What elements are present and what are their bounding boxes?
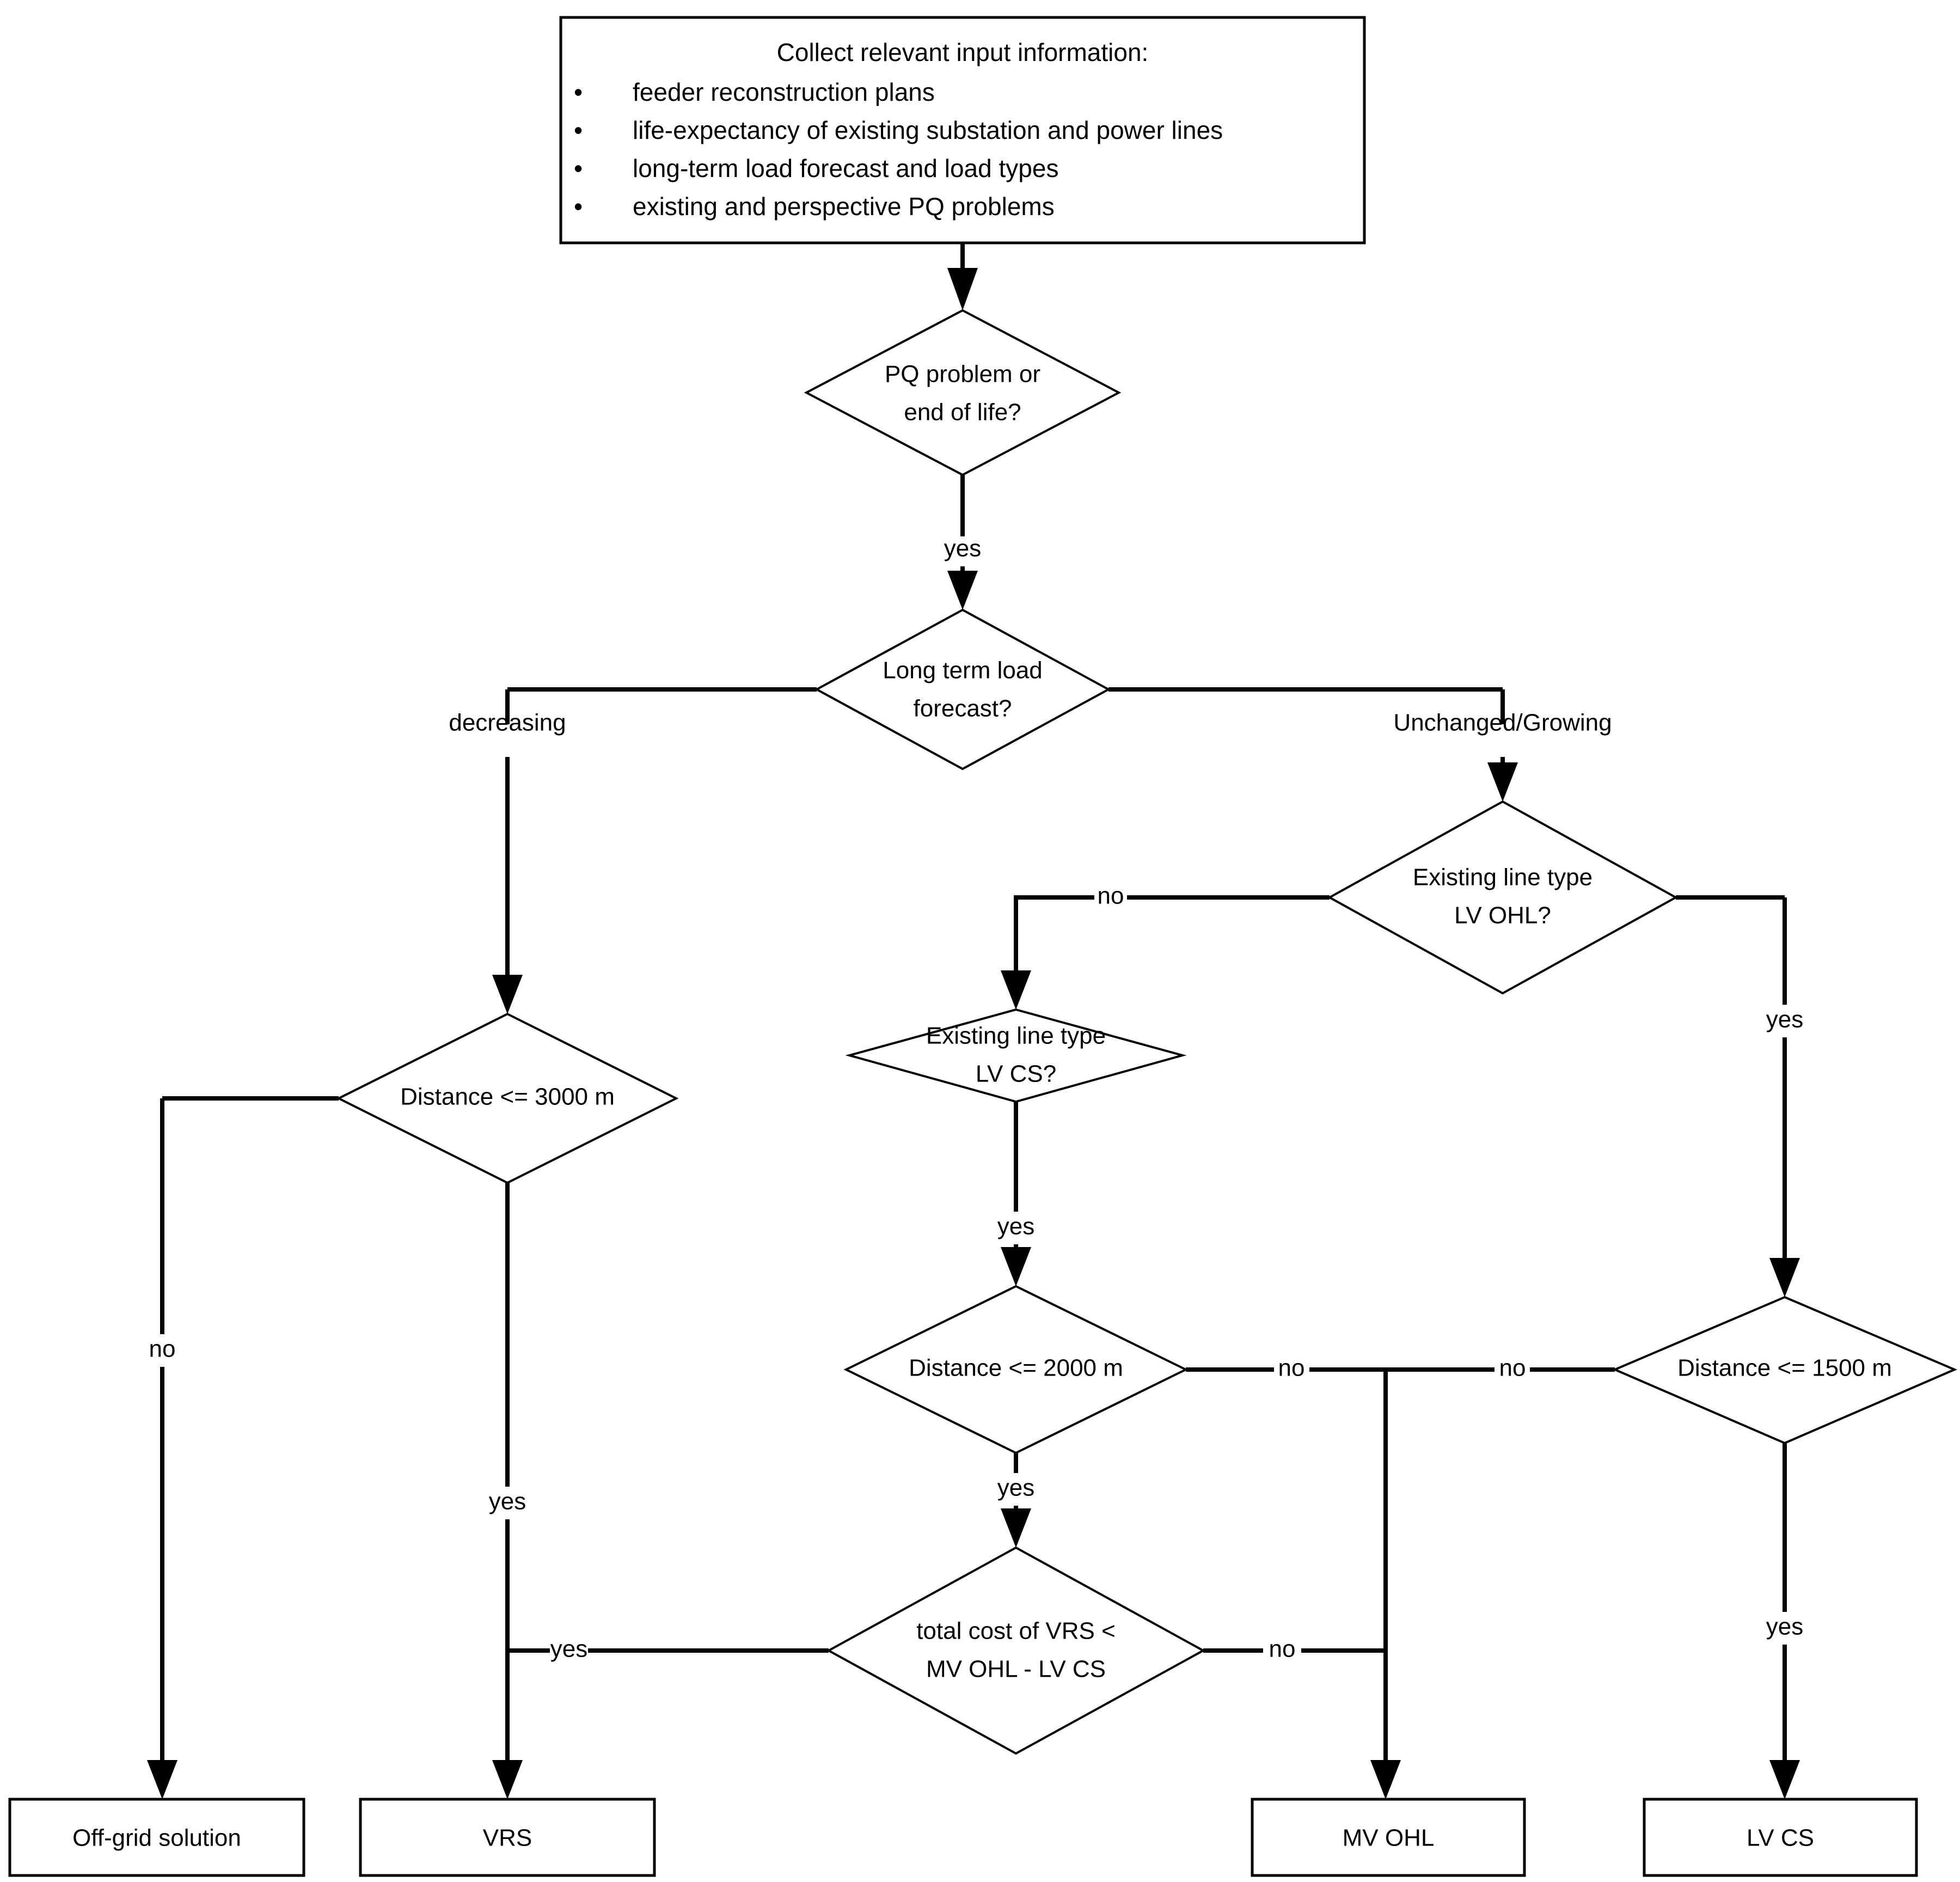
decision-ohl-line2: LV OHL? [1454, 902, 1551, 929]
bullet-item-0: feeder reconstruction plans [633, 78, 935, 106]
edge-junction-to-mvohl [1370, 1370, 1401, 1799]
edge-dist1500-no: no [1386, 1355, 1615, 1382]
collect-input-heading: Collect relevant input information: [777, 38, 1149, 66]
edge-forecast-unchanged: Unchanged/Growing [1108, 687, 1612, 802]
edge-label-cost-no: no [1269, 1636, 1296, 1663]
edge-start-to-pq [947, 243, 978, 310]
decision-pq-line1: PQ problem or [885, 361, 1040, 388]
edge-label-dist3000-no: no [149, 1336, 176, 1362]
node-decision-distance-2000[interactable]: Distance <= 2000 m [843, 1285, 1189, 1455]
terminal-offgrid-label: Off-grid solution [72, 1825, 241, 1852]
node-terminal-vrs[interactable]: VRS [359, 1798, 656, 1877]
edge-cost-no: no [1203, 1636, 1386, 1663]
edge-ohl-no: no [1001, 883, 1330, 1010]
edge-label-dist3000-yes: yes [489, 1488, 526, 1515]
node-terminal-mv-ohl[interactable]: MV OHL [1251, 1798, 1526, 1877]
node-decision-line-type-lv-ohl[interactable]: Existing line type LV OHL? [1327, 800, 1679, 995]
edge-label-ohl-yes: yes [1766, 1006, 1803, 1033]
edge-dist2000-yes: yes [997, 1453, 1034, 1548]
edge-label-dist2000-yes: yes [997, 1475, 1034, 1501]
decision-dist1500-line1: Distance <= 1500 m [1677, 1355, 1892, 1382]
bullet-dot-1: • [574, 116, 583, 144]
decision-forecast-line1: Long term load [883, 657, 1043, 684]
node-decision-distance-1500[interactable]: Distance <= 1500 m [1612, 1296, 1958, 1445]
decision-cs-line1: Existing line type [926, 1023, 1106, 1049]
node-decision-total-cost[interactable]: total cost of VRS < MV OHL - LV CS [826, 1546, 1206, 1755]
edge-label-forecast-unchanged: Unchanged/Growing [1393, 710, 1612, 736]
bullet-item-2: long-term load forecast and load types [633, 154, 1058, 182]
decision-dist2000-line1: Distance <= 2000 m [909, 1355, 1123, 1382]
edge-dist1500-yes: yes [1766, 1443, 1803, 1799]
edge-label-cost-yes: yes [550, 1636, 587, 1663]
terminal-vrs-label: VRS [483, 1825, 532, 1852]
node-collect-input-box[interactable]: Collect relevant input information: • fe… [559, 16, 1366, 245]
decision-cost-line1: total cost of VRS < [916, 1618, 1116, 1645]
edge-label-ohl-no: no [1098, 883, 1124, 909]
node-terminal-offgrid-solution[interactable]: Off-grid solution [8, 1798, 305, 1877]
bullet-item-1: life-expectancy of existing substation a… [633, 116, 1223, 144]
edge-label-forecast-decreasing: decreasing [449, 710, 566, 736]
edge-forecast-decreasing: decreasing [449, 687, 817, 1014]
decision-cs-line2: LV CS? [976, 1061, 1056, 1087]
edge-label-dist1500-no: no [1499, 1355, 1526, 1382]
decision-forecast-line2: forecast? [914, 695, 1012, 722]
edge-label-dist1500-yes: yes [1766, 1614, 1803, 1640]
edge-ohl-yes: yes [1676, 895, 1803, 1297]
node-decision-line-type-lv-cs[interactable]: Existing line type LV CS? [845, 1008, 1187, 1103]
bullet-dot-3: • [574, 192, 583, 221]
node-terminal-lv-cs[interactable]: LV CS [1643, 1798, 1918, 1877]
bullet-dot-2: • [574, 154, 583, 182]
node-decision-distance-3000[interactable]: Distance <= 3000 m [336, 1012, 679, 1184]
decision-ohl-line1: Existing line type [1413, 864, 1592, 891]
edge-cs-yes: yes [997, 1102, 1034, 1286]
node-decision-pq-problem[interactable]: PQ problem or end of life? [804, 309, 1122, 476]
edge-dist3000-no: no [147, 1096, 339, 1799]
edge-dist3000-yes: yes [489, 1183, 526, 1799]
edge-label-cs-yes: yes [997, 1213, 1034, 1240]
edge-pq-to-forecast: yes [944, 475, 981, 610]
bullet-dot-0: • [574, 78, 583, 106]
decision-cost-line2: MV OHL - LV CS [926, 1656, 1106, 1683]
decision-dist3000-line1: Distance <= 3000 m [400, 1084, 615, 1110]
terminal-mvohl-label: MV OHL [1343, 1825, 1435, 1852]
edge-label-dist2000-no: no [1278, 1355, 1305, 1382]
edge-label-pq-yes: yes [944, 535, 981, 562]
node-decision-load-forecast[interactable]: Long term load forecast? [814, 608, 1111, 771]
edge-dist2000-no: no [1186, 1355, 1386, 1382]
bullet-item-3: existing and perspective PQ problems [633, 192, 1055, 221]
decision-pq-line2: end of life? [904, 399, 1021, 426]
terminal-lvcs-label: LV CS [1747, 1825, 1814, 1852]
edge-cost-yes: yes [507, 1636, 829, 1663]
